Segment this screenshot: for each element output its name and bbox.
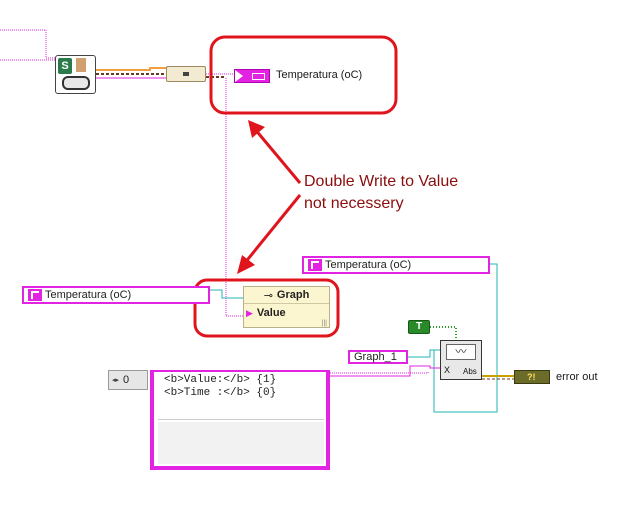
reference-icon (28, 289, 42, 301)
format-string-empty-element (158, 422, 324, 464)
xy-icon: X (444, 365, 451, 375)
property-node-grip: ||| (321, 320, 327, 327)
annotation-line-2: not necessery (304, 195, 404, 212)
index-stepper[interactable]: ◂▸ (112, 377, 120, 384)
property-node-header: ⊸ Graph (244, 287, 329, 304)
hourglass-icon (76, 58, 86, 72)
temperature-reference-right[interactable]: Temperatura (oC) (302, 256, 490, 274)
true-constant-label: T (415, 321, 423, 332)
error-out-indicator[interactable]: ?! (514, 370, 550, 384)
array-index-display[interactable]: ◂▸ 0 (108, 370, 148, 390)
format-string-array-constant[interactable]: <b>Value:</b> {1} <b>Time :</b> {0} (150, 370, 330, 470)
get-date-time-vi[interactable]: S (55, 55, 96, 94)
temperature-local-variable[interactable] (234, 69, 270, 83)
property-name: Value (256, 307, 286, 319)
format-string-element[interactable]: <b>Value:</b> {1} <b>Time :</b> {0} (158, 372, 324, 420)
error-out-label: error out (556, 371, 598, 383)
temperature-reference-right-label: Temperatura (oC) (325, 259, 412, 271)
glasses-icon (62, 76, 90, 90)
temperature-local-variable-label: Temperatura (oC) (276, 69, 363, 81)
temperature-reference-left-label: Temperatura (oC) (45, 289, 132, 301)
cluster-icon (252, 73, 265, 80)
true-constant[interactable]: T (408, 320, 430, 334)
error-cluster-icon: ?! (527, 372, 536, 382)
property-node-class: Graph (276, 289, 310, 301)
timer-icon: S (58, 58, 72, 74)
reference-icon (308, 259, 322, 271)
create-annotation-vi[interactable]: 〰 Abs X (440, 340, 482, 380)
graph-reference-constant[interactable]: Graph_1 (348, 350, 408, 364)
graph-property-node[interactable]: ⊸ Graph ▶ Value ||| (243, 286, 330, 328)
write-arrow-icon (235, 70, 243, 82)
format-line-1: <b>Value:</b> {1} (164, 374, 277, 386)
format-line-2: <b>Time :</b> {0} (164, 387, 277, 399)
key-icon: ⊸ (263, 289, 273, 302)
waveform-icon: 〰 (446, 344, 476, 360)
property-value-row[interactable]: ▶ Value (244, 305, 329, 321)
annotation-text: Double Write to Value not necessery (304, 171, 458, 215)
bundle-node[interactable] (166, 66, 206, 82)
index-value: 0 (123, 374, 130, 386)
annotation-vi-caption: Abs (463, 367, 477, 376)
annotation-line-1: Double Write to Value (304, 173, 459, 190)
write-arrow-icon: ▶ (246, 307, 253, 318)
bundle-icon (183, 72, 189, 76)
temperature-reference-left[interactable]: Temperatura (oC) (22, 286, 210, 304)
graph-reference-label: Graph_1 (354, 351, 397, 363)
